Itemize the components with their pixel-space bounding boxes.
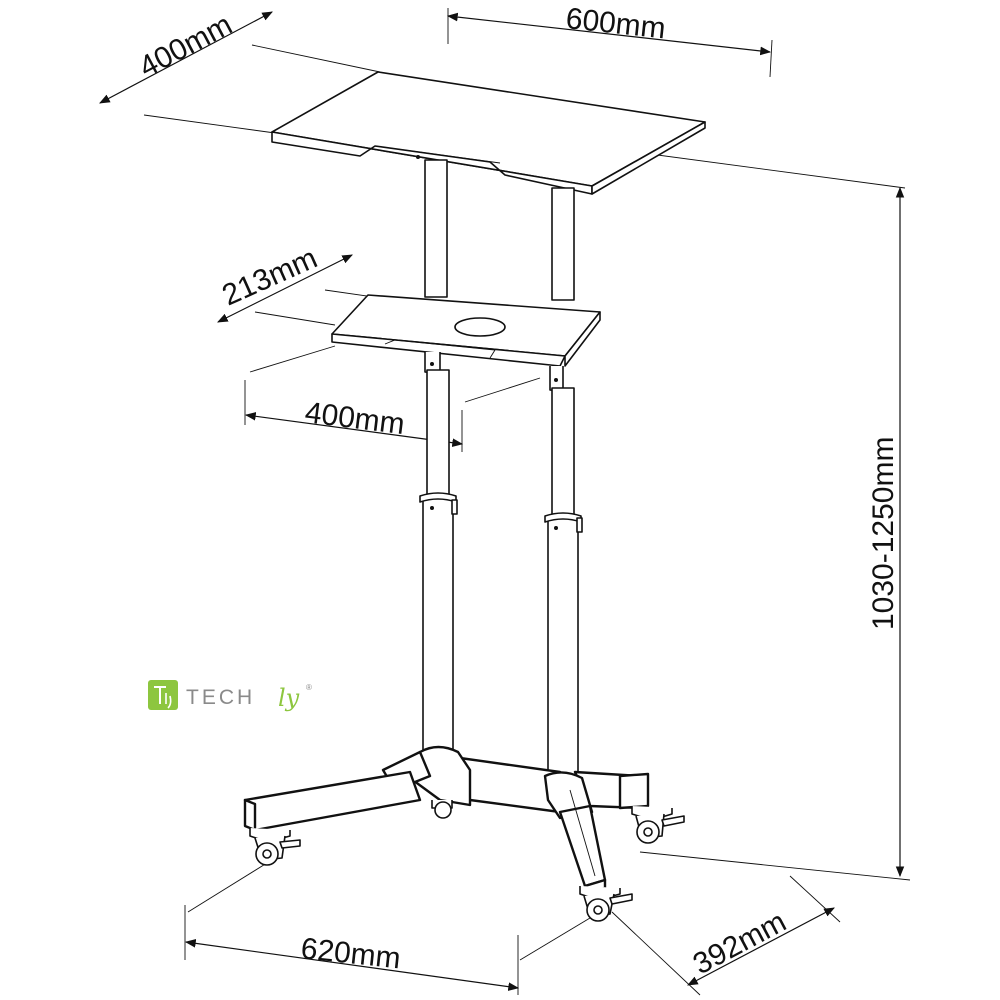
caster-left <box>249 828 301 866</box>
caster-front <box>579 886 633 922</box>
registered-mark: ® <box>306 683 312 692</box>
desk-top <box>271 71 706 195</box>
cable-hole <box>454 317 506 337</box>
base-width-dimension: 620mm <box>184 857 601 995</box>
shelf-width-label: 400mm <box>303 396 406 441</box>
techly-wordmark: TECH <box>186 686 255 709</box>
base-width-label: 620mm <box>299 932 402 975</box>
shelf-width-dimension: 400mm <box>244 345 541 452</box>
caster-center <box>431 800 453 819</box>
techly-logo-mark <box>148 680 178 710</box>
caster-right <box>631 806 685 844</box>
height-label: 1030-1250mm <box>867 437 900 630</box>
top-width-label: 600mm <box>564 2 667 45</box>
techly-logo: TECH ly ® <box>148 680 312 712</box>
top-depth-label: 400mm <box>134 8 238 84</box>
upper-columns <box>424 159 575 301</box>
base-depth-label: 392mm <box>688 905 792 981</box>
shelf-depth-label: 213mm <box>217 242 322 313</box>
techly-script: ly <box>278 684 300 712</box>
right-column <box>544 387 583 779</box>
base-frame <box>243 745 650 894</box>
left-column <box>419 369 458 759</box>
top-width-dimension: 600mm <box>446 2 773 78</box>
keyboard-shelf <box>331 294 601 393</box>
base-depth-dimension: 392mm <box>611 875 841 996</box>
height-dimension: 1030-1250mm <box>619 149 911 881</box>
